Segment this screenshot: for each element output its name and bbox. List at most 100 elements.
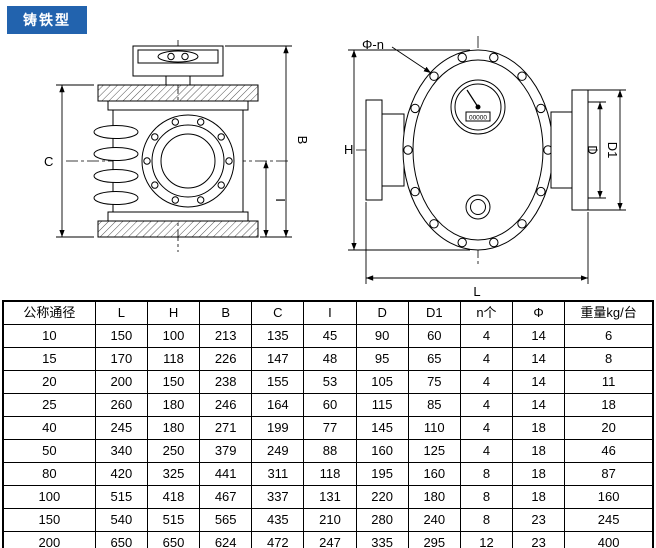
- table-cell: 250: [146, 439, 201, 463]
- dimension-h-lines: [348, 49, 470, 251]
- table-cell: 271: [199, 416, 253, 440]
- table-cell: 131: [303, 485, 357, 509]
- table-cell: 4: [459, 416, 514, 440]
- dial-gauge: [450, 79, 506, 135]
- table-cell: 164: [251, 393, 305, 417]
- cooling-fin: [93, 191, 139, 205]
- table-header: 公称通径 L H B C I D D1 n个 Φ 重量kg/台: [2, 300, 654, 325]
- table-cell: 88: [303, 439, 357, 463]
- table-cell: 60: [303, 393, 357, 417]
- oval-body: [402, 49, 554, 251]
- table-cell: 60: [407, 324, 461, 348]
- table-cell: 226: [199, 347, 253, 371]
- table-cell: 77: [303, 416, 357, 440]
- right-flange: [550, 89, 589, 211]
- table-cell: 4: [459, 439, 514, 463]
- table-cell: 335: [355, 531, 409, 548]
- table-cell: 337: [251, 485, 305, 509]
- sight-glass-cover: [141, 114, 235, 208]
- table-cell: 100: [146, 324, 201, 348]
- table-cell: 170: [94, 347, 148, 371]
- table-cell: 435: [251, 508, 305, 532]
- table-cell: 400: [564, 531, 654, 548]
- table-cell: 650: [94, 531, 148, 548]
- table-cell: 4: [459, 347, 514, 371]
- table-cell: 105: [355, 370, 409, 394]
- table-cell: 200: [2, 531, 96, 548]
- table-cell: 160: [407, 462, 461, 486]
- table-cell: 4: [459, 370, 514, 394]
- table-cell: 220: [355, 485, 409, 509]
- table-cell: 14: [512, 347, 566, 371]
- table-cell: 53: [303, 370, 357, 394]
- dim-label-b: B: [295, 136, 310, 145]
- table-cell: 4: [459, 393, 514, 417]
- table-cell: 210: [303, 508, 357, 532]
- cooling-fin: [93, 125, 139, 139]
- table-cell: 45: [303, 324, 357, 348]
- side-view-svg: Φ-n H D D1 L 00000: [344, 36, 626, 299]
- table-cell: 246: [199, 393, 253, 417]
- table-cell: 48: [303, 347, 357, 371]
- table-header-row: 公称通径 L H B C I D D1 n个 Φ 重量kg/台: [2, 300, 654, 325]
- table-cell: 50: [2, 439, 96, 463]
- table-cell: 12: [459, 531, 514, 548]
- table-cell: 115: [355, 393, 409, 417]
- table-cell: 420: [94, 462, 148, 486]
- table-cell: 90: [355, 324, 409, 348]
- table-cell: 87: [564, 462, 654, 486]
- dim-label-h: H: [344, 142, 353, 157]
- table-cell: 125: [407, 439, 461, 463]
- table-cell: 18: [512, 416, 566, 440]
- table-cell: 25: [2, 393, 96, 417]
- table-cell: 8: [564, 347, 654, 371]
- table-cell: 8: [459, 508, 514, 532]
- side-view-drawing: Φ-n H D D1 L 00000: [338, 32, 640, 305]
- table-cell: 650: [146, 531, 201, 548]
- dim-label-d1: D1: [605, 142, 620, 159]
- dim-label-c: C: [44, 154, 53, 169]
- table-cell: 245: [564, 508, 654, 532]
- table-cell: 4: [459, 324, 514, 348]
- col-header-phi: Φ: [512, 300, 566, 325]
- table-cell: 14: [512, 324, 566, 348]
- table-cell: 418: [146, 485, 201, 509]
- table-cell: 15: [2, 347, 96, 371]
- table-cell: 14: [512, 370, 566, 394]
- table-cell: 85: [407, 393, 461, 417]
- table-cell: 150: [2, 508, 96, 532]
- table-cell: 20: [564, 416, 654, 440]
- table-cell: 18: [512, 439, 566, 463]
- table-cell: 18: [512, 485, 566, 509]
- table-cell: 260: [94, 393, 148, 417]
- table-cell: 441: [199, 462, 253, 486]
- front-view-drawing: C B I: [28, 40, 328, 303]
- table-cell: 311: [251, 462, 305, 486]
- col-header-c: C: [251, 300, 305, 325]
- table-cell: 95: [355, 347, 409, 371]
- table-cell: 75: [407, 370, 461, 394]
- dim-label-l: L: [473, 284, 480, 299]
- dimension-d1-lines: [588, 89, 626, 211]
- table-cell: 379: [199, 439, 253, 463]
- table-cell: 280: [355, 508, 409, 532]
- dimension-c-lines: [56, 84, 94, 238]
- counter-register: [132, 45, 224, 86]
- dimension-b-lines: [225, 45, 292, 238]
- cooling-fin: [93, 169, 139, 183]
- table-cell: 6: [564, 324, 654, 348]
- bolt-hole-leader: [391, 46, 432, 74]
- col-header-h: H: [146, 300, 201, 325]
- table-cell: 8: [459, 462, 514, 486]
- table-cell: 160: [355, 439, 409, 463]
- table-cell: 155: [251, 370, 305, 394]
